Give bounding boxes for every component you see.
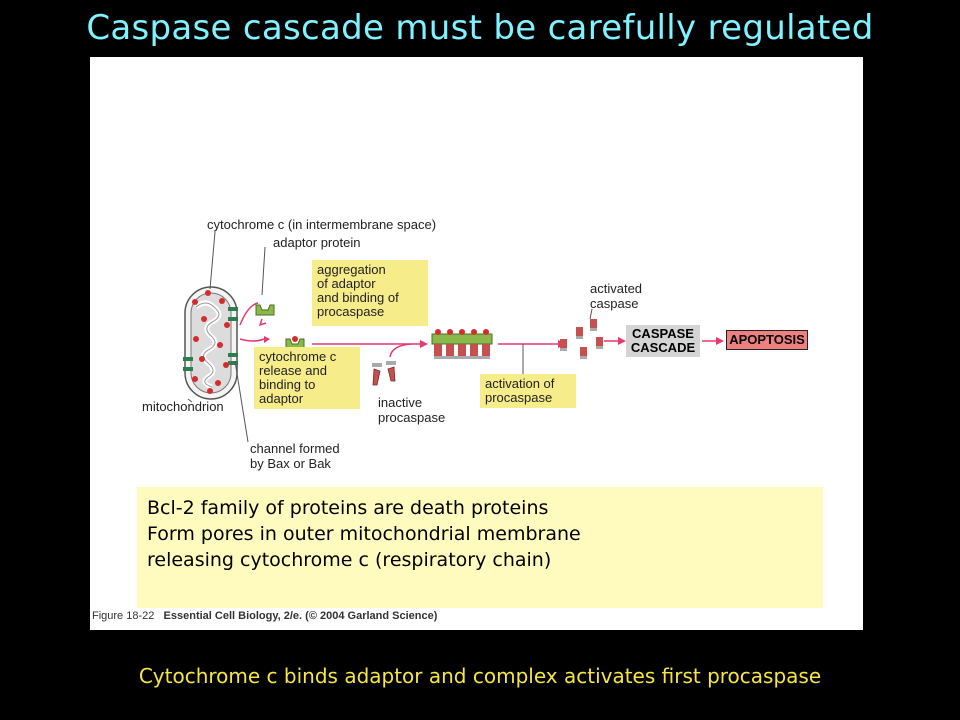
figure-panel: cytochrome c (in intermembrane space) ad…: [90, 57, 863, 630]
figure-caption: Figure 18-22 Essential Cell Biology, 2/e…: [92, 610, 437, 622]
mitochondrion-label: mitochondrion: [142, 399, 224, 414]
note-line: releasing cytochrome c (respiratory chai…: [147, 549, 552, 571]
cyt-c-space-label: cytochrome c (in intermembrane space): [207, 217, 437, 232]
note-line: Bcl-2 family of proteins are death prote…: [147, 497, 549, 519]
channel-label: channel formed by Bax or Bak: [250, 441, 340, 471]
figure-number: Figure 18-22: [92, 610, 155, 622]
mitochondrion-graphic: [183, 286, 238, 400]
note-line: Form pores in outer mitochondrial membra…: [147, 523, 581, 545]
footer-text: Cytochrome c binds adaptor and complex a…: [138, 664, 822, 688]
note-box: Bcl-2 family of proteins are death prote…: [137, 487, 823, 608]
caspase-cascade-box: CASPASE CASCADE: [626, 325, 700, 357]
apoptosis-box: APOPTOSIS: [726, 330, 808, 350]
inactive-procaspase-label: inactive procaspase: [378, 395, 446, 425]
activated-caspase-label: activated caspase: [590, 281, 643, 311]
release-binding-box: cytochrome c release and binding to adap…: [254, 347, 360, 409]
aggregation-box: aggregation of adaptor and binding of pr…: [312, 260, 428, 326]
slide-title: Caspase cascade must be carefully regula…: [86, 8, 874, 48]
adaptor-protein-label: adaptor protein: [273, 235, 361, 250]
pathway-diagram: [183, 231, 724, 443]
book-credit: Essential Cell Biology, 2/e. (© 2004 Gar…: [163, 610, 438, 622]
activation-box: activation of procaspase: [480, 374, 576, 408]
